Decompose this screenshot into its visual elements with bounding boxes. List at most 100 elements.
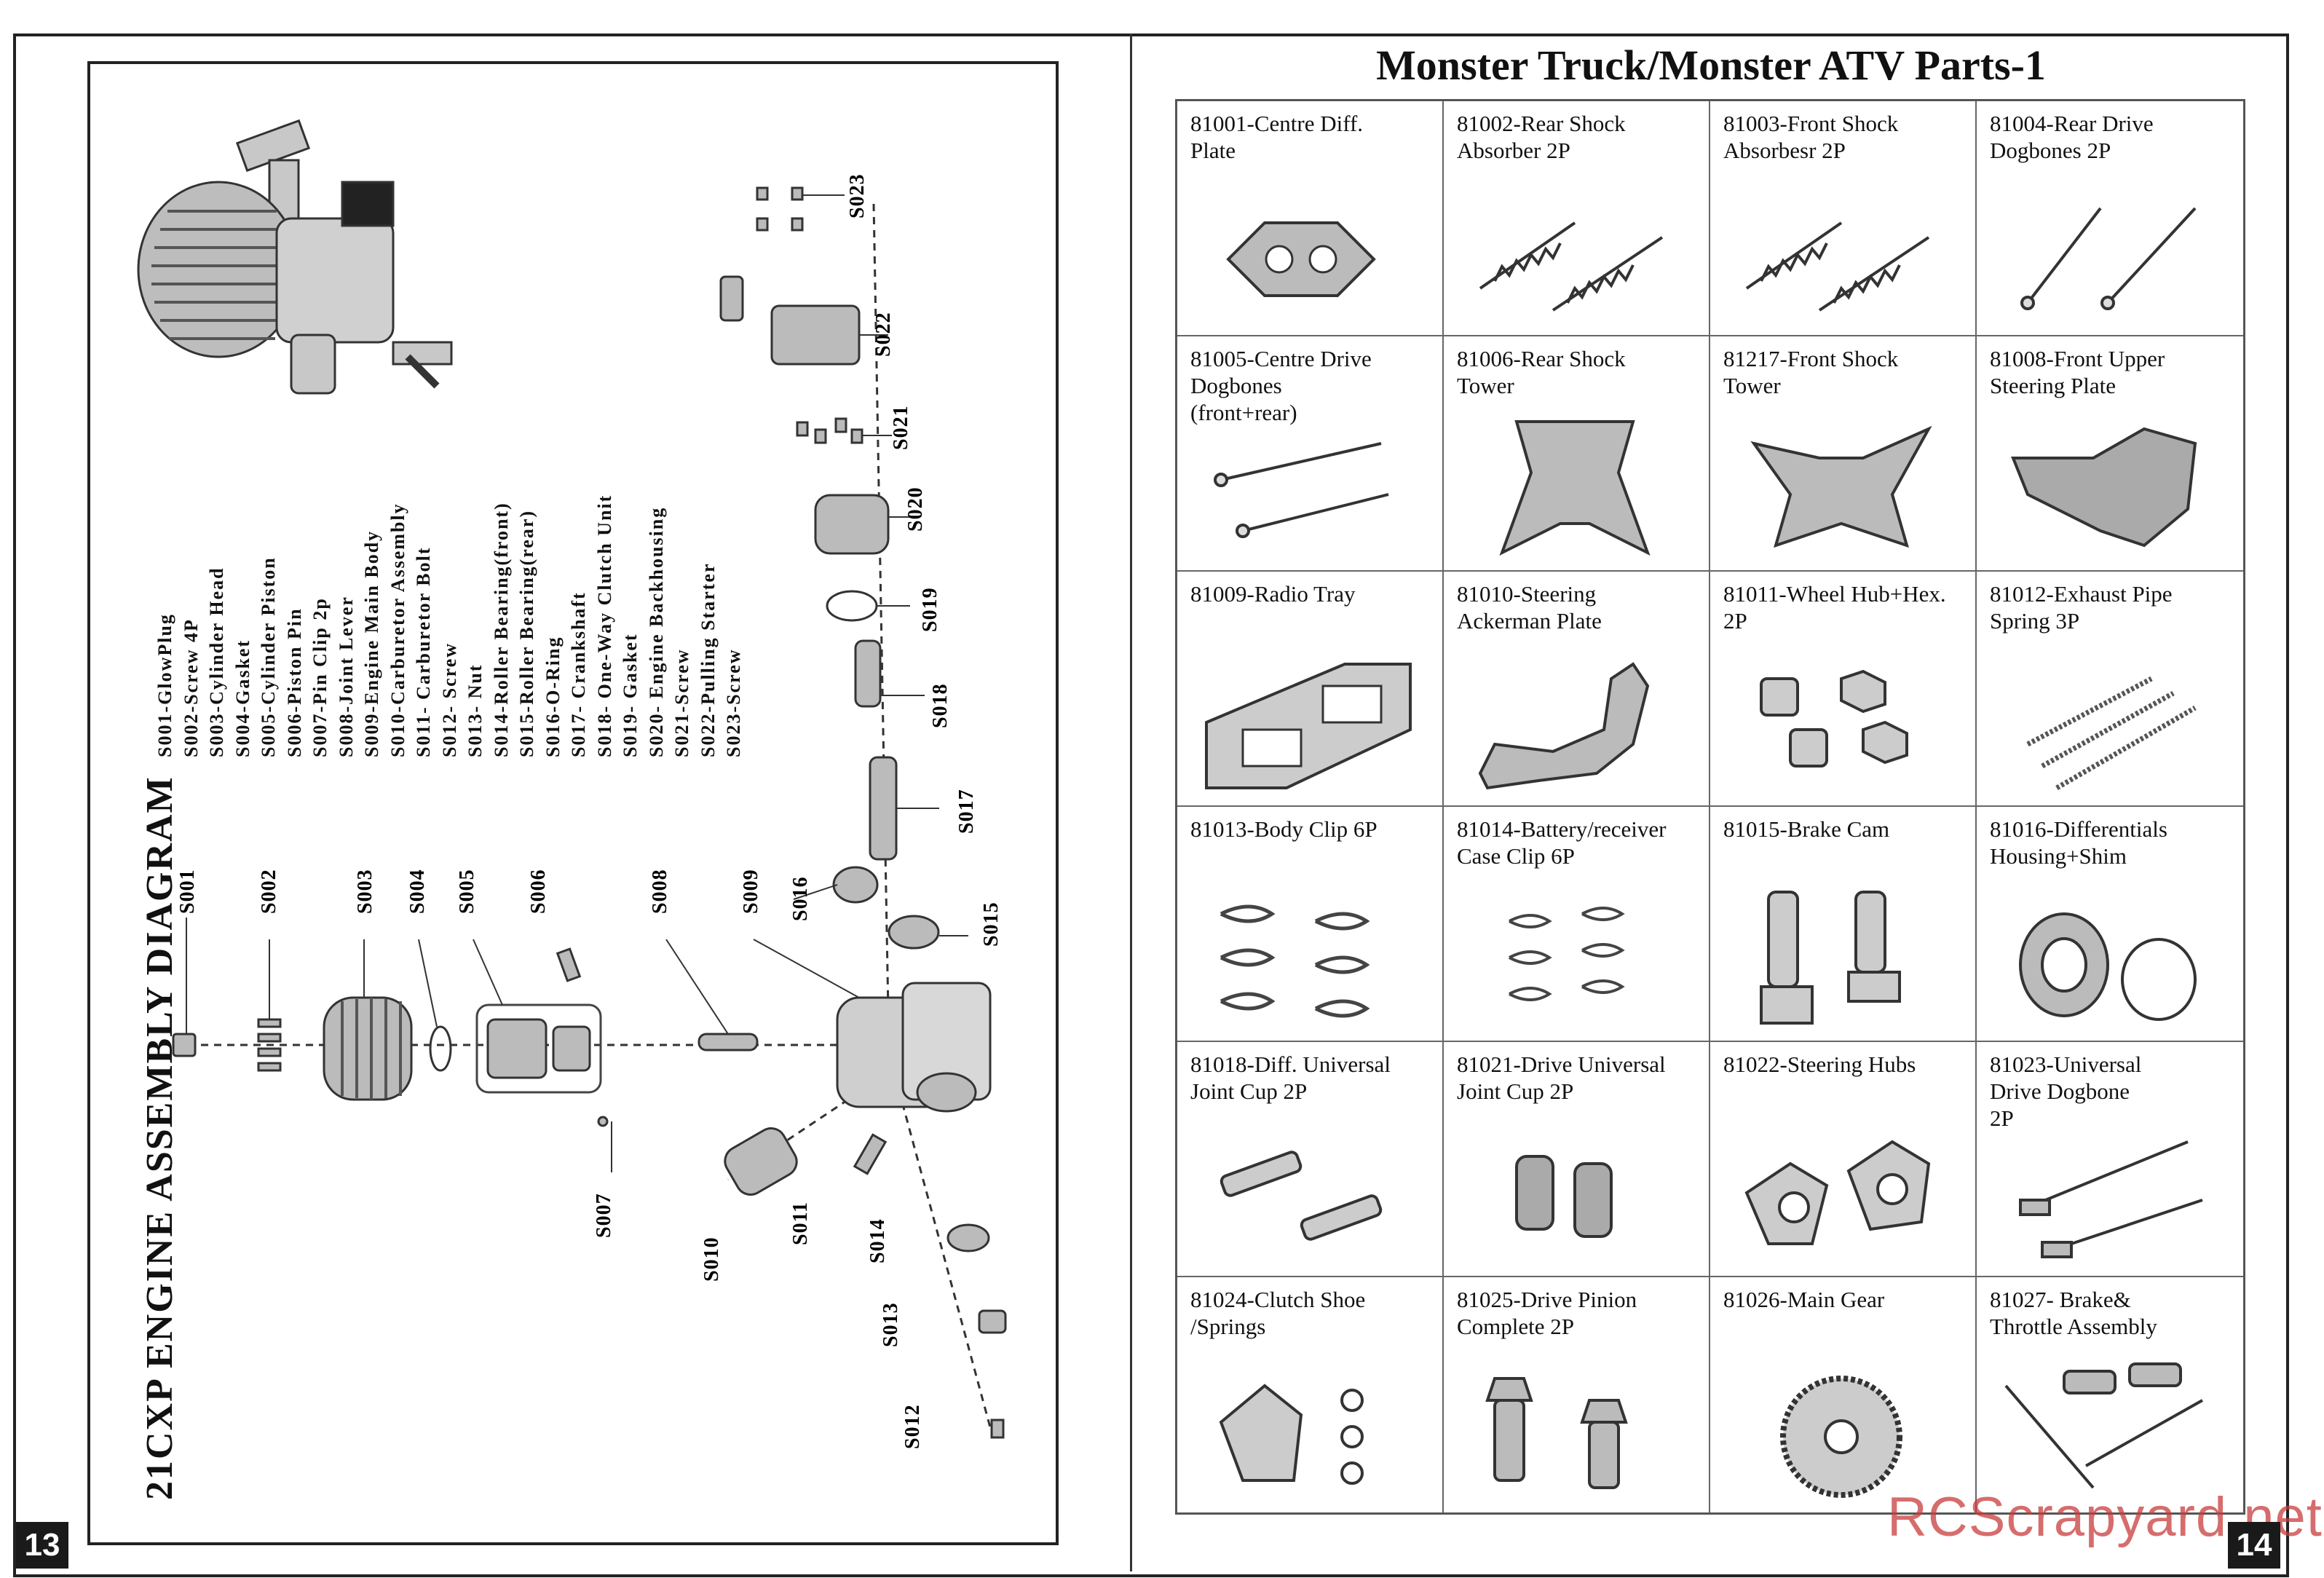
steering-hub-icon — [1744, 1140, 1931, 1245]
part-label-s014: S014 — [866, 1218, 889, 1263]
steering-plate-icon — [2011, 427, 2197, 548]
part-label: 81003-Front Shock Absorbesr 2P — [1723, 111, 1899, 163]
part-cell: 81003-Front Shock Absorbesr 2P — [1710, 101, 1977, 336]
part-label-s006: S006 — [527, 869, 550, 914]
part-cell: 81008-Front Upper Steering Plate — [1977, 336, 2243, 572]
part-label-s019: S019 — [919, 587, 941, 632]
brake-throttle-icon — [2004, 1362, 2203, 1489]
part-label-s001: S001 — [176, 869, 199, 914]
page-number-left: 13 — [16, 1522, 68, 1569]
part-label-s012: S012 — [901, 1404, 924, 1449]
part-label: 81015-Brake Cam — [1723, 816, 1890, 842]
tower-icon — [1750, 425, 1932, 548]
parts-page-title: Monster Truck/Monster ATV Parts-1 — [1376, 42, 2046, 89]
part-cell: 81004-Rear Drive Dogbones 2P — [1977, 101, 2243, 336]
part-cell: 81021-Drive Universal Joint Cup 2P — [1444, 1042, 1710, 1277]
part-cell: 81009-Radio Tray — [1177, 572, 1444, 807]
clip-icon — [1509, 907, 1625, 1001]
part-cell: 81015-Brake Cam — [1710, 807, 1977, 1042]
part-cell: 81026-Main Gear — [1710, 1277, 1977, 1512]
part-label-s020: S020 — [904, 486, 927, 532]
part-cell: 81011-Wheel Hub+Hex. 2P — [1710, 572, 1977, 807]
part-label: 81005-Centre Drive Dogbones (front+rear) — [1190, 346, 1372, 425]
part-label: 81217-Front Shock Tower — [1723, 346, 1899, 398]
part-label-s003: S003 — [354, 869, 376, 914]
part-cell: 81002-Rear Shock Absorber 2P — [1444, 101, 1710, 336]
part-cell: 81005-Centre Drive Dogbones (front+rear) — [1177, 336, 1444, 572]
part-cell: 81027- Brake& Throttle Assembly — [1977, 1277, 2243, 1512]
part-label: 81012-Exhaust Pipe Spring 3P — [1990, 581, 2173, 634]
brake-cam-icon — [1760, 891, 1901, 1025]
part-cell: 81025-Drive Pinion Complete 2P — [1444, 1277, 1710, 1512]
part-label-s018: S018 — [929, 683, 952, 728]
dogbone-icon — [2020, 207, 2197, 310]
main-gear-icon — [1780, 1376, 1902, 1498]
part-cell: 81001-Centre Diff. Plate — [1177, 101, 1444, 336]
part-label: 81010-Steering Ackerman Plate — [1457, 581, 1602, 634]
joint-cup-icon — [1515, 1155, 1613, 1238]
part-label: 81006-Rear Shock Tower — [1457, 346, 1626, 398]
universal-dogbone-icon — [2019, 1140, 2203, 1258]
part-cell: 81022-Steering Hubs — [1710, 1042, 1977, 1277]
part-label: 81026-Main Gear — [1723, 1287, 1885, 1312]
part-label: 81011-Wheel Hub+Hex. 2P — [1723, 581, 1946, 634]
part-cell: 81014-Battery/receiver Case Clip 6P — [1444, 807, 1710, 1042]
part-label: 81025-Drive Pinion Complete 2P — [1457, 1287, 1637, 1339]
shock-icon — [1745, 221, 1930, 312]
part-label: 81009-Radio Tray — [1190, 581, 1356, 607]
part-label: 81018-Diff. Universal Joint Cup 2P — [1190, 1052, 1391, 1104]
engine-exploded-view: S001 S002 S003 S004 S005 S006 S007 S008 … — [137, 119, 1007, 1449]
page-divider — [1130, 33, 1132, 1571]
dogbone-icon — [1214, 442, 1389, 538]
clip-icon — [1220, 904, 1370, 1018]
part-label: 81027- Brake& Throttle Assembly — [1990, 1287, 2157, 1339]
assembled-engine-icon — [137, 119, 453, 395]
part-label-s021: S021 — [890, 405, 912, 450]
part-cell: 81013-Body Clip 6P — [1177, 807, 1444, 1042]
part-label-s015: S015 — [980, 902, 1003, 947]
part-label: 81013-Body Clip 6P — [1190, 816, 1378, 842]
part-label: 81004-Rear Drive Dogbones 2P — [1990, 111, 2154, 163]
part-cell: 81006-Rear Shock Tower — [1444, 336, 1710, 572]
part-label-s016: S016 — [789, 876, 812, 921]
part-label-s008: S008 — [649, 869, 671, 914]
part-label: 81008-Front Upper Steering Plate — [1990, 346, 2165, 398]
part-label-s023: S023 — [846, 173, 869, 218]
part-label: 81024-Clutch Shoe /Springs — [1190, 1287, 1366, 1339]
diff-housing-icon — [2019, 912, 2197, 1021]
clutch-shoe-icon — [1219, 1384, 1364, 1485]
part-label: 81002-Rear Shock Absorber 2P — [1457, 111, 1626, 163]
part-label-s002: S002 — [258, 869, 280, 914]
part-label: 81014-Battery/receiver Case Clip 6P — [1457, 816, 1667, 869]
part-cell: 81016-Differentials Housing+Shim — [1977, 807, 2243, 1042]
shock-icon — [1479, 221, 1664, 312]
joint-cup-icon — [1220, 1151, 1383, 1241]
part-label: 81023-Universal Drive Dogbone 2P — [1990, 1052, 2142, 1131]
hex-hub-icon — [1760, 669, 1908, 768]
part-label: 81001-Centre Diff. Plate — [1190, 111, 1364, 163]
part-label-s004: S004 — [406, 869, 429, 914]
tower-icon — [1499, 420, 1651, 556]
part-label: 81016-Differentials Housing+Shim — [1990, 816, 2167, 869]
part-label: 81022-Steering Hubs — [1723, 1052, 1916, 1077]
pinion-icon — [1485, 1377, 1628, 1489]
part-cell: 81024-Clutch Shoe /Springs — [1177, 1277, 1444, 1512]
part-cell: 81023-Universal Drive Dogbone 2P — [1977, 1042, 2243, 1277]
part-label-s022: S022 — [872, 312, 895, 357]
part-label-s013: S013 — [880, 1302, 902, 1347]
engine-diagram-frame — [87, 61, 1059, 1545]
part-label-s005: S005 — [456, 869, 478, 914]
plate-icon — [1226, 221, 1376, 297]
part-label: 81021-Drive Universal Joint Cup 2P — [1457, 1052, 1666, 1104]
spring-icon — [2026, 676, 2197, 791]
part-label-s007: S007 — [593, 1193, 615, 1238]
part-cell: 81018-Diff. Universal Joint Cup 2P — [1177, 1042, 1444, 1277]
part-cell: 81012-Exhaust Pipe Spring 3P — [1977, 572, 2243, 807]
part-cell: 81217-Front Shock Tower — [1710, 336, 1977, 572]
ackerman-icon — [1478, 662, 1650, 790]
parts-grid: 81001-Centre Diff. Plate 81002-Rear Shoc… — [1175, 99, 2245, 1515]
part-label-s017: S017 — [955, 789, 978, 834]
tray-icon — [1205, 663, 1412, 789]
page-number-right: 14 — [2228, 1522, 2280, 1569]
spread-frame — [13, 33, 2289, 1577]
